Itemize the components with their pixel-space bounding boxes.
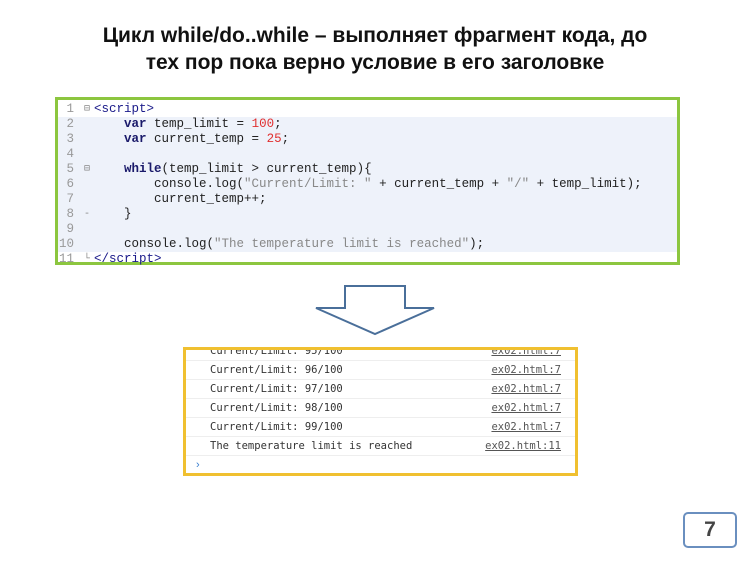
code-token: ; xyxy=(274,117,282,131)
title-line-2: тех пор пока верно условие в его заголов… xyxy=(145,51,605,74)
fold-marker-icon[interactable]: ⊟ xyxy=(83,164,91,175)
code-token: 25 xyxy=(266,132,282,146)
code-token: "Current/Limit: " xyxy=(244,177,372,191)
code-token: + temp_limit); xyxy=(529,177,642,191)
line-number: 7 xyxy=(66,192,74,206)
console-message: Current/Limit: 97/100 xyxy=(210,383,343,395)
code-token xyxy=(94,162,124,177)
line-number: 6 xyxy=(66,177,74,191)
line-number: 8 xyxy=(66,207,74,221)
code-token: + current_temp + xyxy=(371,177,507,191)
fold-marker-icon xyxy=(80,192,94,207)
code-token: ; xyxy=(281,132,290,146)
console-row: Current/Limit: 95/100 ex02.html:7 xyxy=(186,347,575,361)
code-line: 4 xyxy=(58,147,677,162)
console-message: The temperature limit is reached xyxy=(210,440,413,452)
fold-marker-icon xyxy=(80,132,94,147)
line-number: 3 xyxy=(66,132,74,146)
source-link[interactable]: ex02.html:11 xyxy=(485,440,561,452)
page-number: 7 xyxy=(683,512,737,548)
code-token: console.log( xyxy=(94,177,245,191)
down-arrow-icon xyxy=(315,285,435,336)
source-link[interactable]: ex02.html:7 xyxy=(491,421,561,433)
fold-marker-icon xyxy=(80,147,94,162)
code-token: var xyxy=(124,117,147,131)
fold-marker-icon xyxy=(80,177,94,192)
console-prompt-icon[interactable]: › xyxy=(196,459,200,471)
code-token: "/" xyxy=(506,177,530,191)
code-token: current_temp = xyxy=(146,132,267,146)
code-token: (temp_limit > current_temp){ xyxy=(161,162,372,176)
slide-title: Цикл while/do..while – выполняет фрагмен… xyxy=(0,22,750,76)
fold-marker-icon xyxy=(80,237,94,252)
code-token: current_temp++; xyxy=(94,192,267,206)
code-token: "The temperature limit is reached" xyxy=(214,237,470,251)
code-line: 3 var current_temp = 25; xyxy=(58,132,677,147)
code-line: 1 ⊟<script> xyxy=(58,102,677,117)
code-line: 11 └ </script> xyxy=(58,252,677,267)
console-message: Current/Limit: 96/100 xyxy=(210,364,343,376)
code-token: console.log( xyxy=(94,237,215,251)
code-token: } xyxy=(94,207,132,221)
code-token xyxy=(94,117,124,132)
code-token xyxy=(94,132,124,147)
code-token: </script> xyxy=(94,252,162,266)
code-token: var xyxy=(124,132,147,146)
console-message: Current/Limit: 99/100 xyxy=(210,421,343,433)
code-line: 2 var temp_limit = 100; xyxy=(58,117,677,132)
code-token: while xyxy=(124,162,162,176)
source-link[interactable]: ex02.html:7 xyxy=(491,383,561,395)
console-row: Current/Limit: 97/100 ex02.html:7 xyxy=(186,380,575,399)
source-link[interactable]: ex02.html:7 xyxy=(491,364,561,376)
fold-marker-icon: └ xyxy=(83,254,90,265)
code-editor: 1⊟<script>2 var temp_limit = 100;3 var c… xyxy=(55,97,680,267)
line-number: 2 xyxy=(66,117,74,131)
console-row: The temperature limit is reached ex02.htm… xyxy=(186,437,575,456)
line-number: 9 xyxy=(66,222,74,236)
code-line: 8- } xyxy=(58,207,677,222)
code-line: 9 xyxy=(58,222,677,237)
console-row: Current/Limit: 98/100 ex02.html:7 xyxy=(186,399,575,418)
console-row: Current/Limit: 96/100 ex02.html:7 xyxy=(186,361,575,380)
fold-marker-icon: - xyxy=(83,209,90,220)
code-line: 7 current_temp++; xyxy=(58,192,677,207)
code-line: 5 ⊟ while(temp_limit > current_temp){ xyxy=(58,162,677,177)
title-line-1: Цикл while/do..while – выполняет фрагмен… xyxy=(102,24,648,47)
console-row: Current/Limit: 99/100 ex02.html:7 xyxy=(186,418,575,437)
console-message: Current/Limit: 98/100 xyxy=(210,402,343,414)
code-line: 10 console.log("The temperature limit is… xyxy=(58,237,677,252)
source-link[interactable]: ex02.html:7 xyxy=(491,402,561,414)
code-line: 6 console.log("Current/Limit: " + curren… xyxy=(58,177,677,192)
line-number: 11 xyxy=(58,252,74,266)
code-token: 100 xyxy=(251,117,275,131)
fold-marker-icon[interactable]: ⊟ xyxy=(83,104,91,115)
line-number: 1 xyxy=(66,102,74,116)
line-number: 4 xyxy=(66,147,74,161)
code-token: <script> xyxy=(94,102,155,116)
line-number: 5 xyxy=(66,162,74,176)
fold-marker-icon xyxy=(80,117,94,132)
console-message: Current/Limit: 95/100 xyxy=(210,347,343,357)
fold-marker-icon xyxy=(80,222,94,237)
line-number: 10 xyxy=(58,237,74,251)
code-token: ); xyxy=(469,237,485,251)
source-link[interactable]: ex02.html:7 xyxy=(491,347,561,357)
code-token: temp_limit = xyxy=(146,117,252,131)
